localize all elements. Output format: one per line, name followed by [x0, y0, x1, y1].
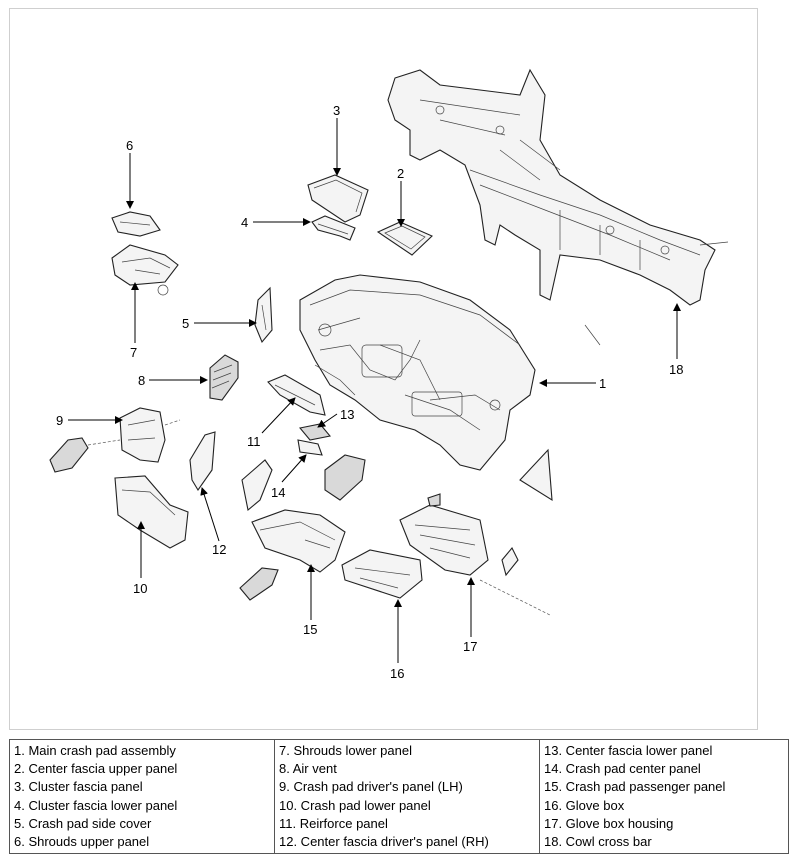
callout-12: 12: [212, 542, 226, 557]
callout-6: 6: [126, 138, 133, 153]
legend-item: 5. Crash pad side cover: [14, 815, 152, 831]
callout-14: 14: [271, 485, 285, 500]
legend-item: 7. Shrouds lower panel: [279, 743, 412, 758]
center-fascia-drivers-panel-rh-part: [189, 431, 216, 492]
callout-17: 17: [463, 639, 477, 654]
crash-pad-passenger-panel-part: [239, 509, 346, 601]
legend-item: 16. Glove box: [544, 797, 625, 813]
callout-7: 7: [130, 345, 137, 360]
main-crash-pad-part: [299, 274, 536, 471]
callout-4: 4: [241, 215, 248, 230]
legend-item: 10. Crash pad lower panel: [279, 797, 431, 813]
crash-pad-lower-panel-part: [114, 475, 189, 549]
leader-lines: [68, 118, 681, 663]
callout-11: 11: [247, 434, 261, 449]
legend-item: 18. Cowl cross bar: [544, 834, 652, 850]
legend-item: 12. Center fascia driver's panel (RH): [279, 834, 489, 850]
legend-item: 13. Center fascia lower panel: [544, 743, 713, 758]
shrouds-lower-panel-part: [111, 244, 179, 296]
callout-2: 2: [397, 166, 404, 181]
passenger-side-cover-part: [519, 448, 553, 502]
legend-column-1: 1. Main crash pad assembly 2. Center fas…: [9, 738, 275, 855]
legend-item: 6. Shrouds upper panel: [14, 834, 150, 850]
air-vent-part: [209, 354, 239, 401]
legend-item: 15. Crash pad passenger panel: [544, 779, 726, 795]
legend-item: 14. Crash pad center panel: [544, 761, 701, 777]
callout-16: 16: [390, 666, 404, 681]
callout-15: 15: [303, 622, 317, 637]
legend-item: 8. Air vent: [279, 761, 337, 777]
cluster-fascia-panel-part: [307, 174, 369, 223]
callout-10: 10: [133, 581, 147, 596]
callout-1: 1: [599, 376, 606, 391]
legend-row: 1. Main crash pad assembly 2. Center fas…: [9, 738, 789, 855]
legend-item: 9. Crash pad driver's panel (LH): [279, 779, 463, 795]
legend-column-3: 13. Center fascia lower panel 14. Crash …: [539, 738, 789, 855]
callout-9: 9: [56, 413, 63, 428]
legend-item: 3. Cluster fascia panel: [14, 779, 143, 795]
callout-13: 13: [340, 407, 354, 422]
callout-18: 18: [669, 362, 683, 377]
callout-3: 3: [333, 103, 340, 118]
shrouds-upper-panel-part: [111, 211, 161, 237]
legend-item: 2. Center fascia upper panel: [14, 761, 178, 777]
parts-legend-table: 1. Main crash pad assembly 2. Center fas…: [9, 738, 789, 855]
glove-box-housing-part: [399, 493, 551, 616]
center-fascia-upper-panel-part: [376, 221, 433, 256]
cowl-cross-bar-part: [387, 68, 729, 346]
reinforce-panel-part: [267, 374, 326, 416]
legend-item: 11. Reirforce panel: [279, 815, 388, 831]
crash-pad-side-cover-part: [254, 286, 273, 344]
legend-item: 17. Glove box housing: [544, 815, 674, 831]
crash-pad-center-panel-part: [241, 439, 366, 512]
exploded-parts-diagram: 1 2 3 4 5 6 7 8 9 10 11 12 13 14 15 16 1…: [49, 68, 729, 681]
center-fascia-lower-panel-part: [298, 423, 332, 441]
legend-item: 4. Cluster fascia lower panel: [14, 797, 178, 813]
legend-column-2: 7. Shrouds lower panel 8. Air vent 9. Cr…: [274, 738, 540, 855]
legend-item: 1. Main crash pad assembly: [14, 743, 176, 758]
callout-8: 8: [138, 373, 145, 388]
crash-pad-drivers-panel-lh-part: [49, 407, 181, 473]
callout-5: 5: [182, 316, 189, 331]
glove-box-part: [341, 549, 423, 599]
cluster-fascia-lower-panel-part: [311, 215, 356, 241]
